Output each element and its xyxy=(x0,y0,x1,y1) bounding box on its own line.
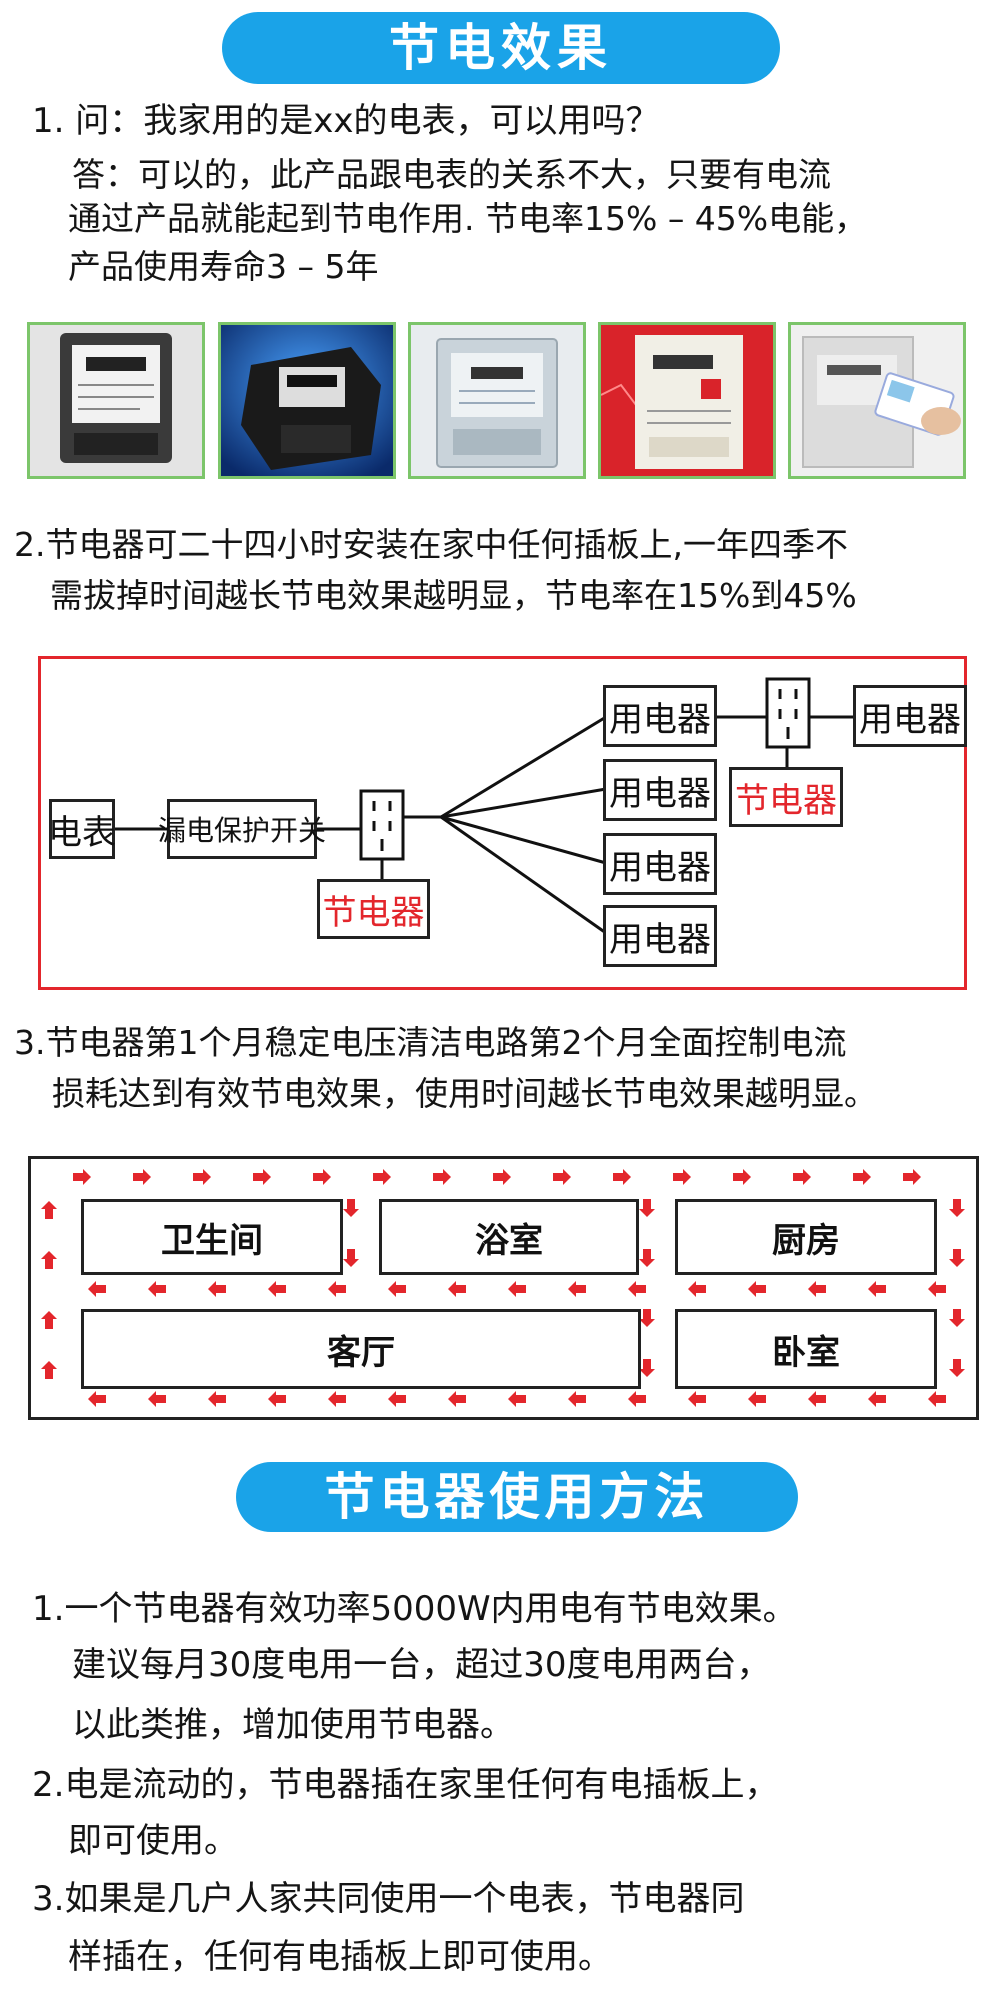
point-2-line-2: 需拔掉时间越长节电效果越明显，节电率在15%到45% xyxy=(50,576,857,615)
appliance-box-4: 用电器 xyxy=(603,905,717,967)
usage-title: 节电器使用方法 xyxy=(324,1468,710,1526)
usage-1-line-1: 1.一个节电器有效功率5000W内用电有节电效果。 xyxy=(32,1589,797,1629)
room-flow-diagram: 卫生间 浴室 厨房 客厅 卧室 xyxy=(28,1156,979,1420)
room-kitchen: 厨房 xyxy=(675,1199,937,1275)
meter-photo-3 xyxy=(408,322,586,479)
section-title-pill: 节电效果 xyxy=(222,12,780,84)
usage-3-line-2: 样插在，任何有电插板上即可使用。 xyxy=(68,1937,612,1977)
point-2-line-1: 2.节电器可二十四小时安装在家中任何插板上,一年四季不 xyxy=(14,525,848,564)
usage-1-line-2: 建议每月30度电用一台，超过30度电用两台， xyxy=(72,1645,771,1685)
appliance-box-1: 用电器 xyxy=(603,685,717,747)
wiring-diagram: 电表 漏电保护开关 节电器 用电器 用电器 用电器 用电器 节电器 用电器 xyxy=(38,656,967,990)
meter-photo-5 xyxy=(788,322,966,479)
usage-2-line-2: 即可使用。 xyxy=(68,1821,238,1861)
room-bedroom: 卧室 xyxy=(675,1309,937,1389)
room-bathroom: 卫生间 xyxy=(81,1199,343,1275)
meter-box: 电表 xyxy=(48,799,116,859)
meter-photo-1 xyxy=(27,322,205,479)
meter-photo-4 xyxy=(598,322,776,479)
saver-box-1: 节电器 xyxy=(317,879,430,939)
point-3-line-1: 3.节电器第1个月稳定电压清洁电路第2个月全面控制电流 xyxy=(14,1023,847,1062)
section-title: 节电效果 xyxy=(389,19,613,77)
appliance-box-5: 用电器 xyxy=(853,685,967,747)
question-1: 1. 问：我家用的是xx的电表，可以用吗？ xyxy=(32,101,660,141)
saver-box-2: 节电器 xyxy=(729,767,843,827)
breaker-box: 漏电保护开关 xyxy=(158,799,326,859)
usage-2-line-1: 2.电是流动的，节电器插在家里任何有电插板上， xyxy=(32,1765,779,1805)
appliance-box-3: 用电器 xyxy=(603,833,717,895)
meter-photo-2 xyxy=(218,322,396,479)
usage-title-pill: 节电器使用方法 xyxy=(236,1462,798,1532)
room-shower: 浴室 xyxy=(379,1199,639,1275)
answer-line-2: 通过产品就能起到节电作用. 节电率15% – 45%电能， xyxy=(68,199,868,238)
usage-1-line-3: 以此类推，增加使用节电器。 xyxy=(72,1705,514,1745)
wiring-lines xyxy=(114,677,856,935)
point-3-line-2: 损耗达到有效节电效果，使用时间越长节电效果越明显。 xyxy=(52,1074,877,1113)
usage-3-line-1: 3.如果是几户人家共同使用一个电表，节电器同 xyxy=(32,1879,745,1919)
answer-line-3: 产品使用寿命3 – 5年 xyxy=(68,247,379,286)
answer-line-1: 答：可以的，此产品跟电表的关系不大，只要有电流 xyxy=(72,155,831,194)
appliance-box-2: 用电器 xyxy=(603,759,717,821)
room-living: 客厅 xyxy=(81,1309,641,1389)
